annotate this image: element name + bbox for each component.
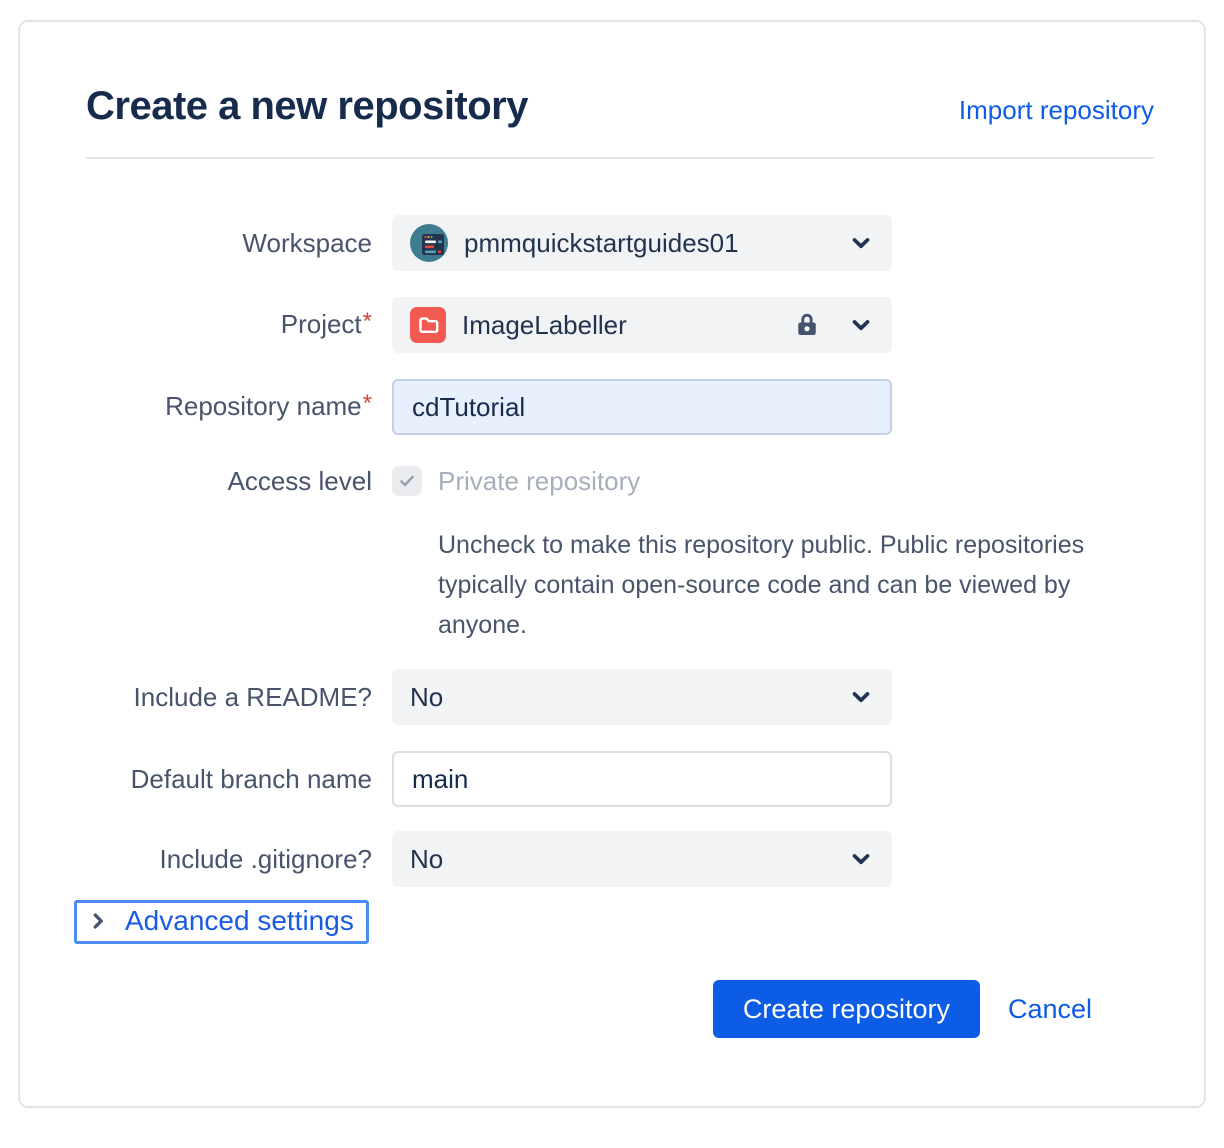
access-level-label-text: Access level <box>227 466 373 496</box>
workspace-select[interactable]: pmmquickstartguides01 <box>392 215 892 271</box>
chevron-down-icon <box>848 230 874 256</box>
workspace-avatar-icon <box>410 224 448 262</box>
include-gitignore-label: Include .gitignore? <box>86 839 392 879</box>
checkbox-check-icon <box>400 475 414 487</box>
include-gitignore-row: Include .gitignore? No <box>86 831 1154 887</box>
include-gitignore-label-text: Include .gitignore? <box>159 844 372 874</box>
project-label: Project* <box>86 304 392 346</box>
default-branch-row: Default branch name <box>86 751 1154 807</box>
access-level-row: Access level Private repository Uncheck … <box>86 461 1154 645</box>
required-asterisk: * <box>362 390 372 417</box>
access-level-label: Access level <box>86 461 392 501</box>
include-readme-select[interactable]: No <box>392 669 892 725</box>
chevron-right-icon <box>87 910 109 932</box>
private-repository-checkbox[interactable] <box>392 466 422 496</box>
repository-name-input[interactable] <box>392 379 892 435</box>
advanced-settings-toggle[interactable]: Advanced settings <box>74 900 369 944</box>
include-gitignore-select[interactable]: No <box>392 831 892 887</box>
repository-name-label: Repository name* <box>86 386 392 428</box>
include-readme-label-text: Include a README? <box>133 682 372 712</box>
access-level-field: Private repository Uncheck to make this … <box>392 461 1128 645</box>
project-row: Project* ImageLabeller <box>86 297 1154 353</box>
import-repository-link[interactable]: Import repository <box>958 95 1154 125</box>
chevron-down-icon <box>848 312 874 338</box>
project-label-text: Project <box>280 309 362 339</box>
advanced-settings-label: Advanced settings <box>125 905 354 936</box>
required-asterisk: * <box>362 308 372 335</box>
include-readme-label: Include a README? <box>86 677 392 717</box>
default-branch-label-text: Default branch name <box>130 764 372 794</box>
dialog-actions: Create repository Cancel <box>86 980 1154 1038</box>
workspace-value: pmmquickstartguides01 <box>464 227 739 258</box>
include-gitignore-value: No <box>410 843 444 874</box>
create-repository-dialog: Create a new repository Import repositor… <box>18 20 1206 1108</box>
default-branch-label: Default branch name <box>86 759 392 799</box>
repository-name-label-text: Repository name <box>165 391 362 421</box>
chevron-down-icon <box>848 846 874 872</box>
create-repository-form: Workspace <box>74 215 1154 1038</box>
dialog-header: Create a new repository Import repositor… <box>86 84 1154 129</box>
create-repository-button[interactable]: Create repository <box>712 980 980 1038</box>
header-divider <box>86 157 1154 159</box>
default-branch-input[interactable] <box>392 751 892 807</box>
access-level-help-text: Uncheck to make this repository public. … <box>438 531 1085 639</box>
include-readme-value: No <box>410 681 444 712</box>
project-avatar-icon <box>410 307 446 343</box>
project-value: ImageLabeller <box>462 309 627 340</box>
cancel-button[interactable]: Cancel <box>1007 993 1092 1024</box>
page-title: Create a new repository <box>86 84 529 128</box>
project-select[interactable]: ImageLabeller <box>392 297 892 353</box>
workspace-label-text: Workspace <box>242 228 372 258</box>
workspace-label: Workspace <box>86 223 392 263</box>
workspace-row: Workspace <box>86 215 1154 271</box>
private-repository-option: Private repository <box>392 461 1128 501</box>
repository-name-row: Repository name* <box>86 379 1154 435</box>
chevron-down-icon <box>848 684 874 710</box>
lock-icon <box>792 310 822 340</box>
include-readme-row: Include a README? No <box>86 669 1154 725</box>
private-repository-label: Private repository <box>438 465 641 496</box>
